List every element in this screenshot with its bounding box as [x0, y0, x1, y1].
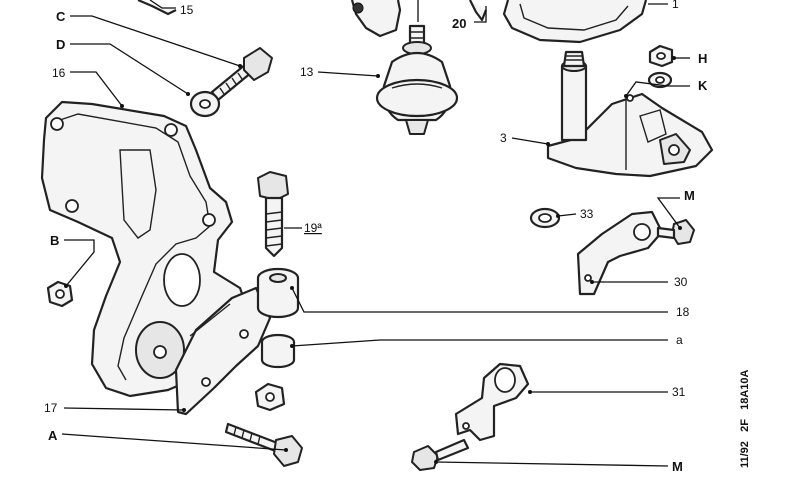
- label-a-lower: a: [676, 333, 683, 347]
- part-upper-bracket-fragment: [350, 0, 419, 38]
- label-15: 15: [180, 3, 194, 17]
- label-19a: 19ª: [304, 221, 322, 235]
- label-k: K: [698, 78, 708, 93]
- bracket-17: [174, 286, 272, 416]
- engine-mount-13: [375, 24, 459, 135]
- label-m-right: M: [684, 188, 695, 203]
- washer-33: [529, 207, 561, 229]
- label-31: 31: [672, 385, 686, 399]
- bolt-m-right: [656, 219, 695, 245]
- label-1: 1: [672, 0, 679, 11]
- clamp-31: [454, 362, 530, 442]
- label-16: 16: [52, 66, 66, 80]
- bolt-m-bottom: [411, 438, 470, 471]
- label-d: D: [56, 37, 65, 52]
- bracket-16: [40, 100, 252, 398]
- nut-lower: [254, 382, 286, 412]
- label-18: 18: [676, 305, 690, 319]
- rubber-a: [260, 333, 296, 369]
- label-c: C: [56, 9, 66, 24]
- bolt-c-d: [189, 47, 273, 118]
- label-h: H: [698, 51, 707, 66]
- label-b: B: [50, 233, 59, 248]
- part-1-plate-fragment: [502, 0, 648, 44]
- bolt-a: [224, 422, 303, 467]
- label-a-upper: A: [48, 428, 58, 443]
- bolt-19a: [257, 171, 289, 258]
- leader-lines: [61, 0, 690, 467]
- bracket-30: [576, 210, 664, 296]
- label-33: 33: [580, 207, 594, 221]
- label-20: 20: [452, 16, 466, 31]
- stud-bracket-3: [546, 50, 714, 178]
- nut-b: [46, 280, 74, 308]
- label-17: 17: [44, 401, 58, 415]
- reference-code: 11/92 2F 18A10A: [739, 369, 751, 468]
- label-m-bottom: M: [672, 459, 683, 474]
- label-30: 30: [674, 275, 688, 289]
- bushing-18: [256, 267, 300, 319]
- nut-h: [648, 44, 674, 68]
- label-13: 13: [300, 65, 314, 79]
- label-3: 3: [500, 131, 507, 145]
- part-15-fragment: [137, 0, 177, 16]
- part-20-fragment: [469, 0, 488, 22]
- leader-dots: [64, 56, 682, 464]
- washer-k: [647, 71, 673, 89]
